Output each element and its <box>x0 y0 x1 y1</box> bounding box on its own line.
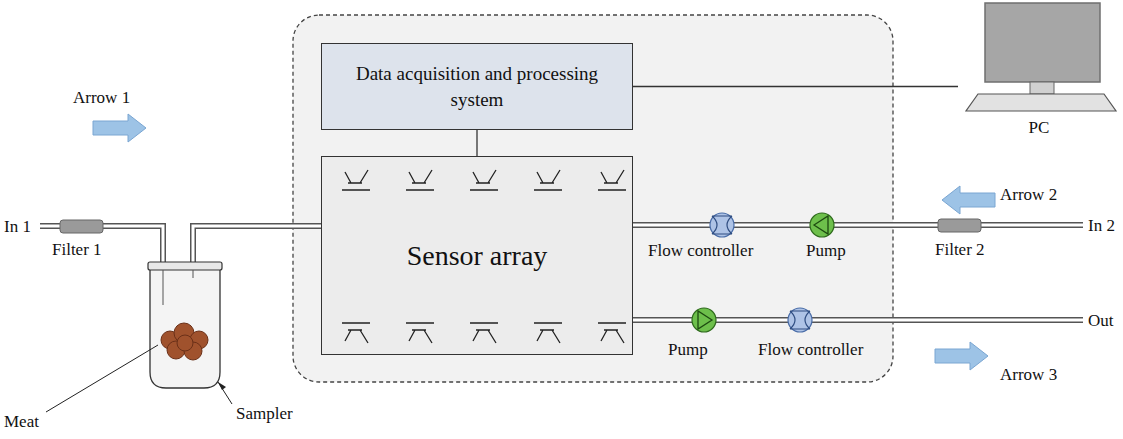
label-text: In 2 <box>1088 216 1115 236</box>
filter <box>60 220 103 233</box>
label-text: Pump <box>806 241 846 261</box>
label-text: Arrow 1 <box>73 88 130 108</box>
leader-arrowhead <box>218 382 226 390</box>
connector <box>477 130 478 156</box>
leader-line <box>218 382 232 404</box>
label-text: Filter 1 <box>52 240 102 260</box>
label-text: Sampler <box>236 404 293 424</box>
sensor-array-box: Sensor array <box>321 156 633 355</box>
label-text: Arrow 2 <box>1000 185 1057 205</box>
node-text: PC <box>958 118 1120 138</box>
label-text: Meat <box>4 412 39 432</box>
meat <box>161 323 208 360</box>
flow-controller-symbol <box>710 213 812 332</box>
pump-symbol <box>692 213 834 332</box>
block-arrow <box>93 114 995 370</box>
monitor-icon <box>958 0 1120 116</box>
label-text: Flow controller <box>648 241 753 261</box>
label-text: Pump <box>668 340 708 360</box>
label-text: In 1 <box>4 217 31 237</box>
filter <box>938 219 981 232</box>
leader-line <box>46 345 158 412</box>
label-text: Out <box>1088 311 1114 331</box>
process-box: Data acquisition and processing system <box>321 43 633 130</box>
label-text: Flow controller <box>758 340 863 360</box>
pc-node: PC <box>958 0 1120 142</box>
node-text: Data acquisition and processing system <box>340 61 614 112</box>
sampler <box>148 262 222 388</box>
label-text: Arrow 3 <box>1000 365 1057 385</box>
connector <box>633 86 958 87</box>
enclosure <box>293 15 893 382</box>
node-text: Sensor array <box>407 240 548 272</box>
label-text: Filter 2 <box>935 240 985 260</box>
